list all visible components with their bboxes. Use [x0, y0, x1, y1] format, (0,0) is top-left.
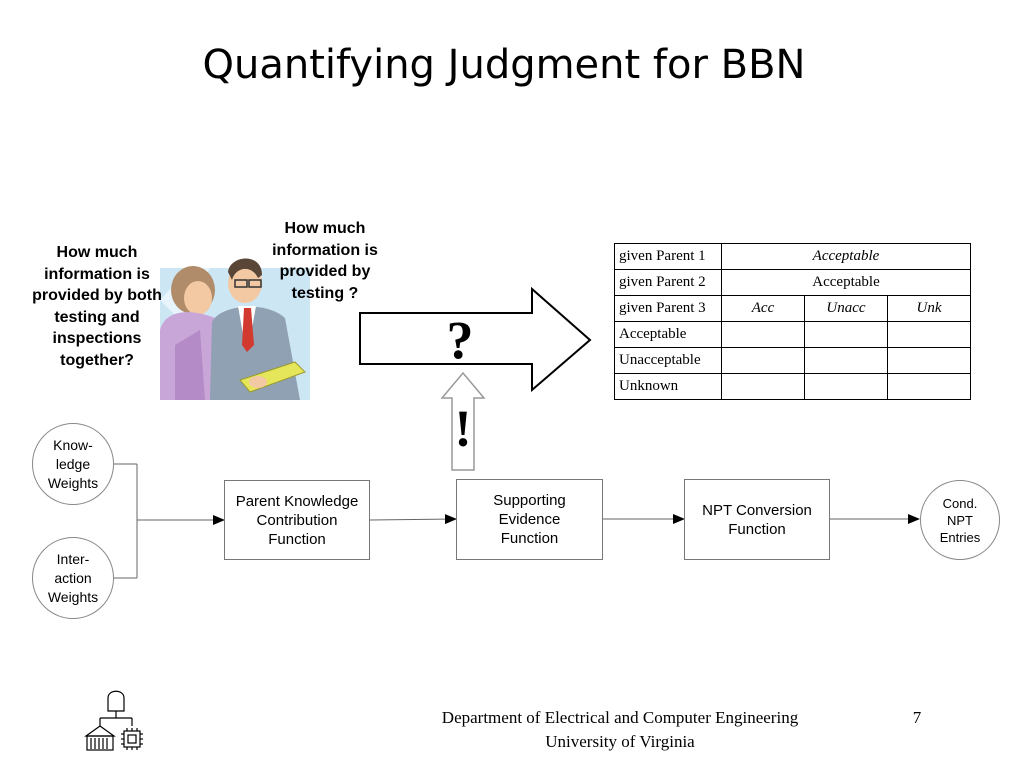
slide-title: Quantifying Judgment for BBN — [202, 42, 806, 88]
box-line: Evidence — [498, 511, 561, 528]
parent-2-value: Acceptable — [721, 269, 971, 296]
box-line: Function — [728, 520, 786, 538]
table-cell — [887, 347, 971, 374]
uva-logo — [84, 690, 143, 751]
knowledge-weights-node: Know- ledge Weights — [32, 423, 114, 505]
state-label: Unacceptable — [614, 347, 722, 374]
question-testing-line: information is — [272, 241, 378, 259]
node-line: ledge — [55, 455, 91, 472]
col-header-unk: Unk — [887, 295, 971, 322]
up-arrow — [440, 371, 486, 471]
question-testing-line: provided by — [279, 263, 371, 280]
npt-conversion-function-box: NPT Conversion Function — [684, 479, 830, 560]
question-both-line: information is — [44, 265, 150, 283]
table-row: Unknown — [614, 373, 971, 400]
question-testing-line: How much — [284, 220, 366, 237]
arrow-to-support-fn — [369, 514, 457, 525]
table-row: given Parent 1 Acceptable — [614, 243, 971, 270]
node-line: Entries — [939, 529, 981, 545]
table-cell — [804, 321, 888, 348]
row-label-parent-2: given Parent 2 — [614, 269, 722, 296]
question-testing-line: testing ? — [291, 284, 359, 302]
node-line: Weights — [47, 588, 99, 605]
box-line: Contribution — [256, 511, 338, 529]
footer-text: Department of Electrical and Computer En… — [380, 706, 860, 754]
question-both-line: How much — [56, 244, 138, 261]
node-line: action — [54, 569, 92, 586]
table-cell — [887, 321, 971, 348]
box-line: Parent Knowledge — [235, 492, 359, 510]
cond-npt-entries-node: Cond. NPT Entries — [920, 480, 1000, 560]
parent-1-value: Acceptable — [721, 243, 971, 270]
col-header-acc: Acc — [721, 295, 805, 322]
exclamation-symbol: ! — [454, 401, 472, 458]
question-both-line: inspections — [52, 330, 142, 347]
table-row: Acceptable — [614, 321, 971, 348]
table-row: Unacceptable — [614, 347, 971, 374]
table-row: given Parent 3 Acc Unacc Unk — [614, 295, 971, 322]
row-label-parent-1: given Parent 1 — [614, 243, 722, 270]
people-illustration — [160, 258, 310, 400]
table-cell — [721, 347, 805, 374]
footer-university: University of Virginia — [545, 732, 695, 751]
page-number: 7 — [912, 708, 922, 727]
table-row: given Parent 2 Acceptable — [614, 269, 971, 296]
question-both-line: provided by both — [32, 287, 162, 304]
table-cell — [721, 373, 805, 400]
node-line: Know- — [53, 436, 93, 453]
state-label: Unknown — [614, 373, 722, 400]
parent-knowledge-function-box: Parent Knowledge Contribution Function — [224, 480, 370, 560]
npt-table: given Parent 1 Acceptable given Parent 2… — [614, 243, 971, 400]
node-line: Weights — [47, 474, 99, 491]
col-header-unacc: Unacc — [804, 295, 888, 322]
table-cell — [804, 373, 888, 400]
footer-department: Department of Electrical and Computer En… — [441, 708, 799, 727]
box-line: Function — [500, 530, 559, 547]
table-cell — [721, 321, 805, 348]
box-line: Function — [268, 530, 326, 548]
big-right-arrow — [359, 286, 592, 393]
question-both-line: together? — [60, 351, 134, 369]
table-cell — [804, 347, 888, 374]
node-line: NPT — [947, 512, 973, 528]
question-mark-symbol: ? — [446, 310, 474, 370]
question-testing-text: How much information is provided by test… — [250, 218, 400, 304]
row-label-parent-3: given Parent 3 — [614, 295, 722, 322]
node-line: Cond. — [942, 495, 978, 511]
table-cell — [887, 373, 971, 400]
question-both-line: testing and — [54, 308, 140, 326]
state-label: Acceptable — [614, 321, 722, 348]
supporting-evidence-function-box: Supporting Evidence Function — [456, 479, 603, 560]
question-both-text: How much information is provided by both… — [14, 242, 180, 371]
node-line: Inter- — [56, 550, 90, 567]
box-line: NPT Conversion — [702, 501, 812, 519]
interaction-weights-node: Inter- action Weights — [32, 537, 114, 619]
box-line: Supporting — [493, 492, 566, 509]
